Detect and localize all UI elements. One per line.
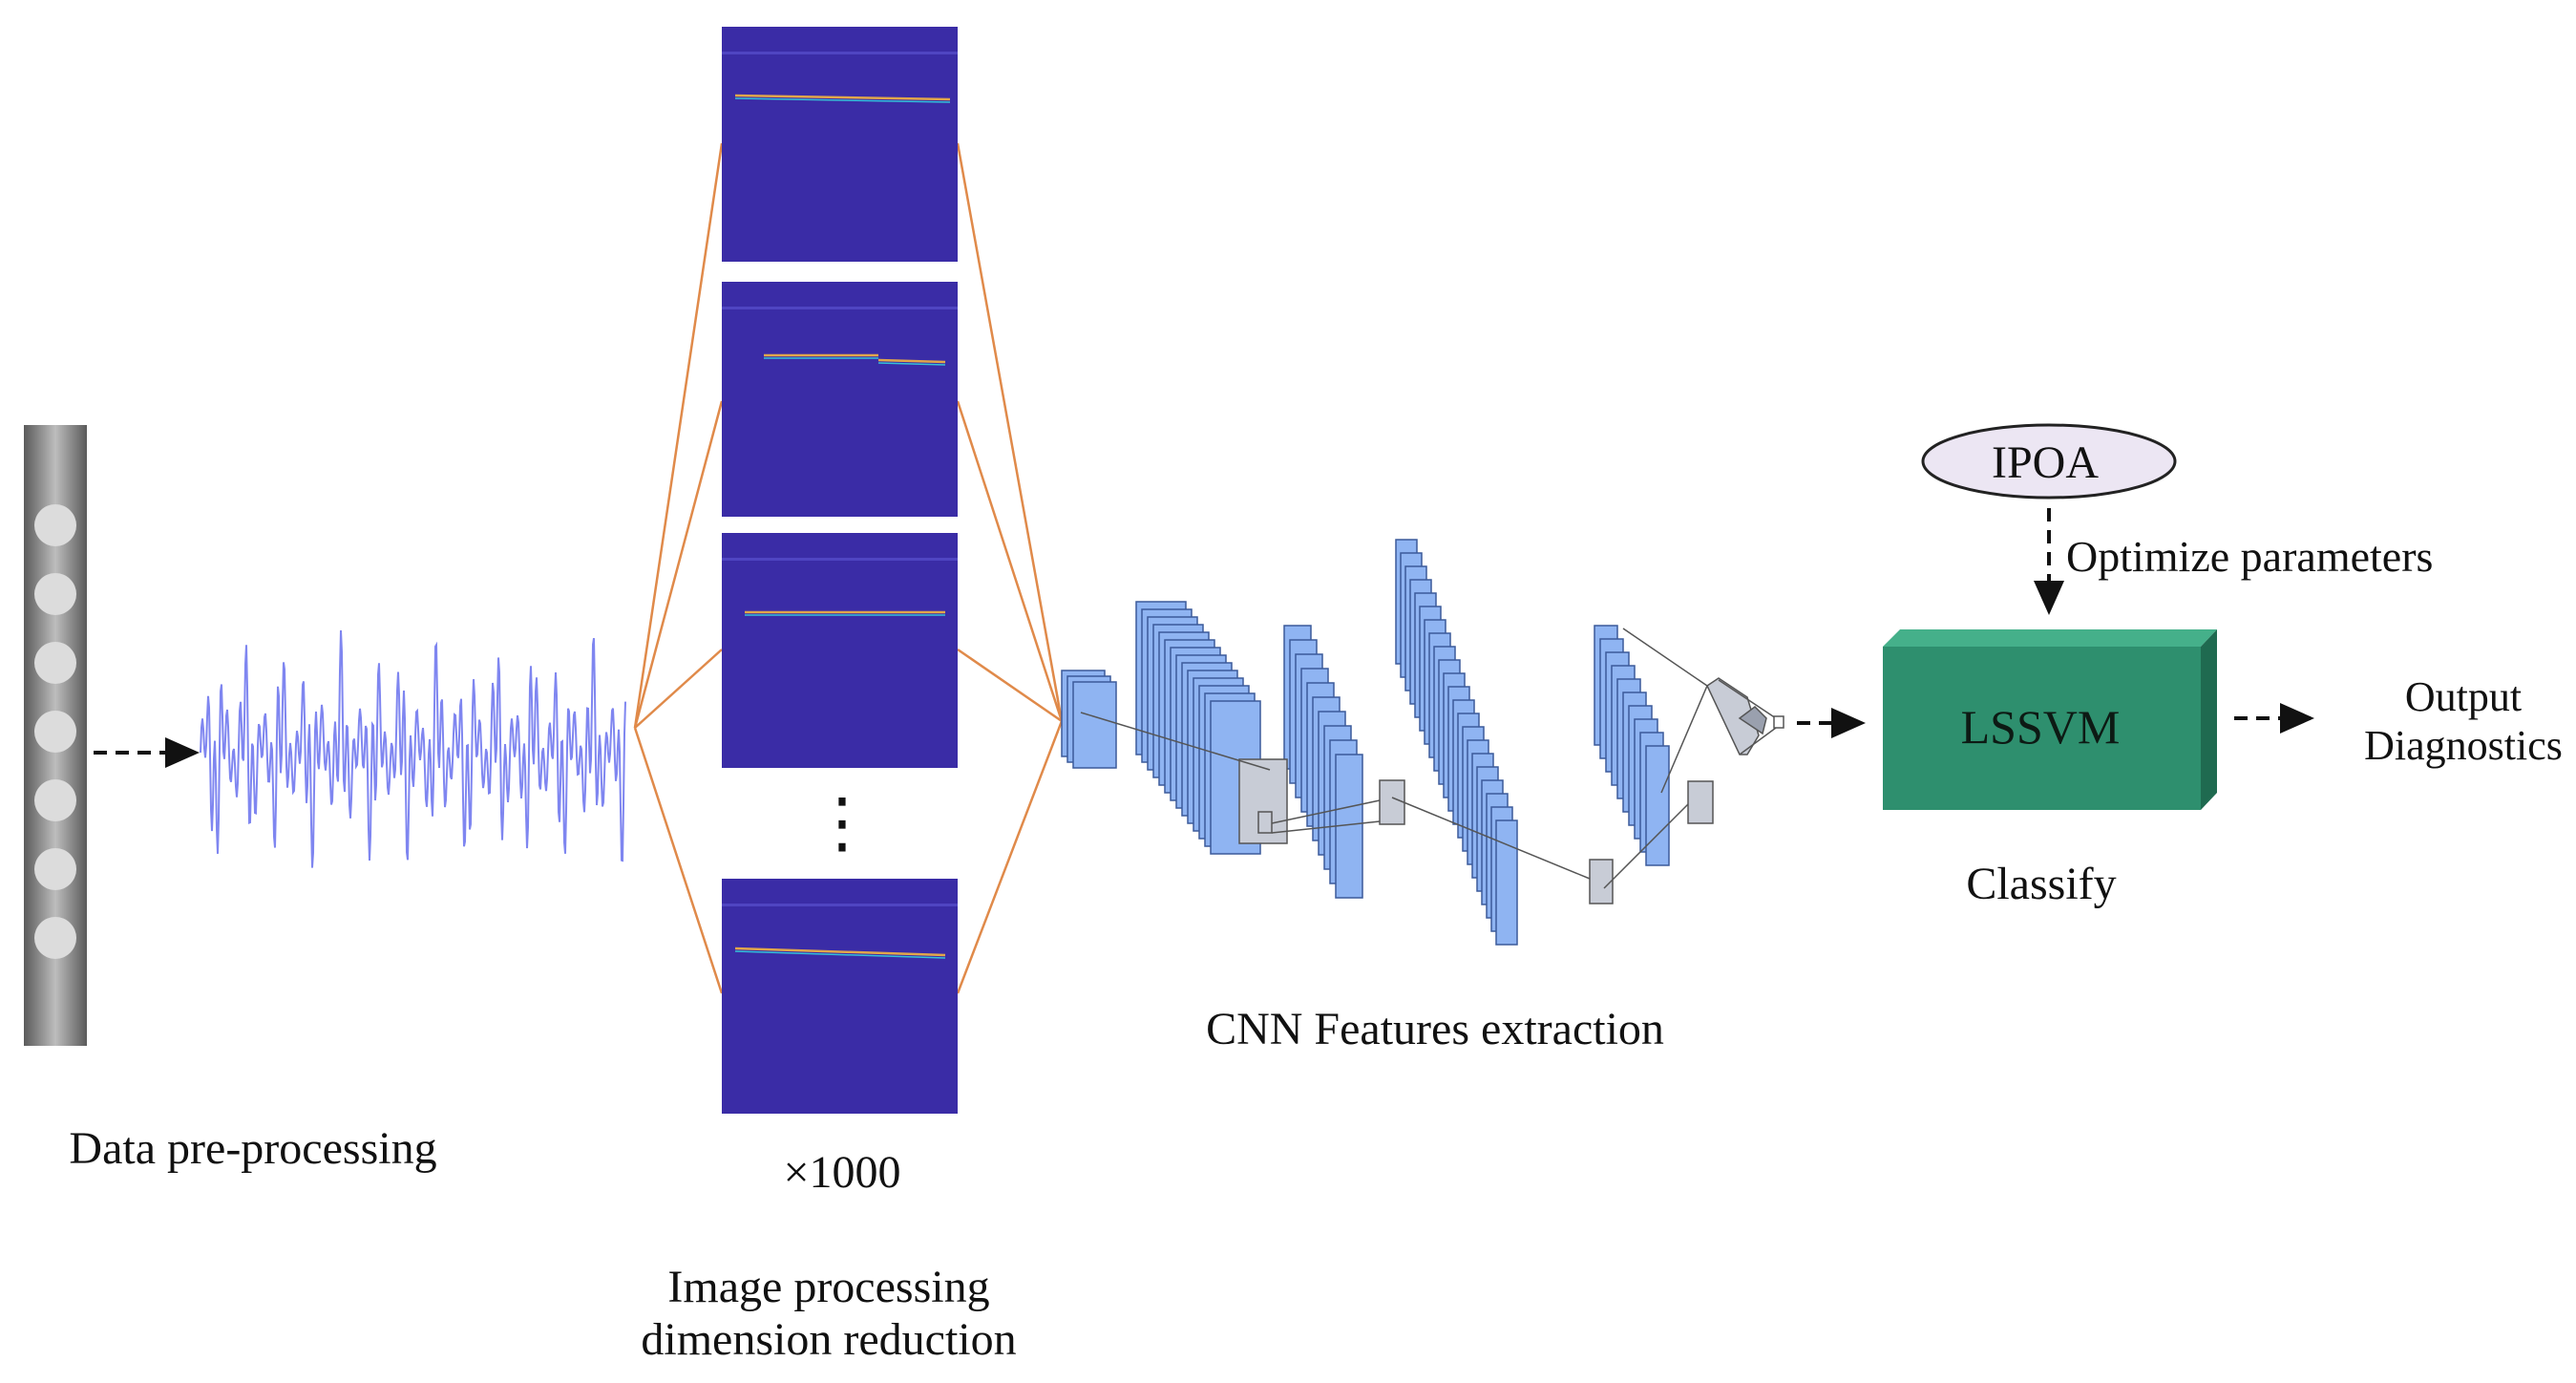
cnn-input-layer bbox=[1061, 670, 1117, 769]
spectrogram-ellipsis: ⋮ bbox=[809, 783, 876, 862]
lssvm-label: LSSVM bbox=[1960, 700, 2121, 754]
output-line1: Output bbox=[2404, 673, 2523, 720]
image-processing-label: Image processing dimension reduction bbox=[641, 1261, 1016, 1366]
cnn-feature-extractor bbox=[1061, 539, 1784, 946]
fan-line bbox=[633, 727, 724, 994]
feature-map bbox=[1495, 819, 1518, 946]
fc-connector bbox=[1739, 727, 1777, 755]
spectrogram-feature-line bbox=[734, 950, 946, 959]
ipoa-label: IPOA bbox=[1991, 437, 2100, 488]
spectrogram-band bbox=[722, 307, 958, 309]
spectrogram-feature-line bbox=[734, 947, 946, 957]
feature-map bbox=[1072, 681, 1117, 769]
data-preprocessing-label: Data pre-processing bbox=[69, 1123, 437, 1174]
spectrogram-stack bbox=[722, 27, 958, 1114]
cnn-conv-layer-2 bbox=[1283, 625, 1363, 899]
image-processing-line2: dimension reduction bbox=[641, 1314, 1017, 1366]
output-diagnostics-label: Output Diagnostics bbox=[2364, 673, 2563, 770]
fan-line bbox=[956, 142, 1064, 722]
conv-kernel bbox=[1379, 779, 1405, 825]
sample-count-label: ×1000 bbox=[783, 1147, 901, 1198]
cnn-features-label: CNN Features extraction bbox=[1206, 1004, 1664, 1054]
input-node bbox=[34, 779, 76, 821]
fc-layer bbox=[1738, 706, 1767, 735]
lssvm-top bbox=[1883, 629, 2217, 647]
ipoa-ellipse bbox=[1921, 423, 2177, 500]
spectrogram-feature-line bbox=[734, 97, 951, 103]
conv-kernel bbox=[1589, 859, 1614, 904]
input-node bbox=[34, 711, 76, 753]
kernel-connector bbox=[1080, 712, 1271, 771]
optimize-parameters-label: Optimize parameters bbox=[2066, 532, 2434, 581]
input-node bbox=[34, 848, 76, 890]
cnn-conv-layer-4 bbox=[1594, 625, 1670, 866]
input-node bbox=[34, 573, 76, 615]
lssvm-block bbox=[1883, 629, 2217, 810]
cnn-kernels bbox=[1080, 712, 1714, 904]
input-layer bbox=[24, 425, 87, 1046]
input-nodes bbox=[34, 504, 76, 959]
fc-connector bbox=[1718, 679, 1777, 719]
fan-line bbox=[957, 648, 1063, 723]
kernel-connector bbox=[1603, 801, 1691, 889]
fc-output-node bbox=[1773, 715, 1784, 729]
fan-line bbox=[633, 400, 724, 729]
fan-line bbox=[956, 400, 1064, 722]
spectrogram-feature-line bbox=[877, 362, 946, 366]
fully-connected-funnel bbox=[1622, 628, 1784, 794]
fan-line bbox=[633, 142, 724, 729]
feature-map bbox=[1645, 745, 1670, 866]
fc-connector bbox=[1660, 685, 1708, 794]
conv-kernel bbox=[1687, 780, 1714, 824]
fan-lines-right bbox=[956, 142, 1064, 994]
fc-connector bbox=[1622, 628, 1708, 687]
fan-line bbox=[956, 720, 1064, 994]
spectrogram-panel bbox=[722, 879, 958, 1114]
lssvm-front bbox=[1883, 647, 2201, 810]
classify-label: Classify bbox=[1966, 859, 2117, 909]
fan-line bbox=[634, 649, 723, 729]
input-node bbox=[34, 504, 76, 546]
image-processing-line1: Image processing bbox=[667, 1262, 990, 1312]
spectrogram-band bbox=[722, 558, 958, 561]
fan-lines-left bbox=[633, 142, 724, 994]
input-node bbox=[34, 917, 76, 959]
kernel-connector bbox=[1271, 799, 1381, 824]
spectrogram-panel bbox=[722, 282, 958, 517]
spectrogram-feature-line bbox=[877, 358, 946, 364]
spectrogram-band bbox=[722, 52, 958, 54]
kernel-connector bbox=[1391, 797, 1591, 880]
conv-kernel bbox=[1257, 811, 1273, 834]
spectrogram-feature-line bbox=[734, 94, 951, 101]
spectrogram-panel bbox=[722, 533, 958, 768]
spectrogram-panel bbox=[722, 27, 958, 262]
conv-kernel bbox=[1238, 758, 1288, 844]
vibration-signal bbox=[200, 629, 626, 868]
input-node bbox=[34, 642, 76, 684]
cnn-conv-layer-3 bbox=[1395, 539, 1518, 946]
lssvm-side bbox=[2201, 629, 2217, 810]
output-line2: Diagnostics bbox=[2364, 721, 2563, 769]
spectrogram-band bbox=[722, 904, 958, 906]
kernel-connector bbox=[1271, 820, 1381, 834]
